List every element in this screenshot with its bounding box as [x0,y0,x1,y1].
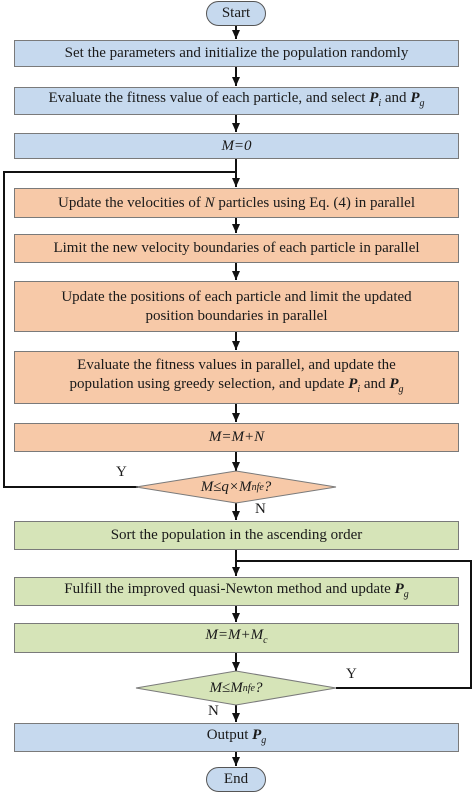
var-pg-4-sub: g [261,734,267,746]
step-quasi-newton: Fulfill the improved quasi-Newton method… [14,577,459,606]
m-plus-mc-main: M=M+M [205,627,264,643]
update-vel-pre: Update the velocities of [58,194,201,211]
output-text: Output Pg [207,726,267,750]
step-m-plus-mc: M=M+Mc [14,623,459,653]
evaluate-parallel-line1: Evaluate the fitness values in parallel,… [77,357,396,373]
update-velocities-text: Update the velocities of N particles usi… [58,194,415,213]
decision-1-no: N [255,501,266,517]
sort-text: Sort the population in the ascending ord… [110,527,363,543]
and-word: and [384,90,407,106]
loop-back-pso [3,171,236,488]
var-pi: P [369,90,379,106]
update-positions-line1: Update the positions of each particle an… [61,288,412,305]
var-pg-4: P [252,726,262,743]
var-pg-3-sub: g [403,588,409,600]
update-vel-post: particles using Eq. (4) in parallel [218,194,415,211]
var-pg-3: P [394,580,404,597]
step-m-zero: M=0 [14,133,459,159]
decision-2-no: N [208,703,219,719]
step-m-plus-n: M=M+N [14,423,459,452]
decision-2-sub: nfe [242,682,255,694]
evaluate-parallel-line2-pre: population using greedy selection, and u… [69,376,345,392]
step-update-velocities: Update the velocities of N particles usi… [14,188,459,218]
step-initialize: Set the parameters and initialize the po… [14,40,459,67]
decision-2-main: M≤M [209,679,243,696]
step-evaluate-text: Evaluate the fitness value of each parti… [49,89,425,113]
step-evaluate-parallel: Evaluate the fitness values in parallel,… [14,351,459,404]
decision-1-yes: Y [116,464,127,480]
var-pi-sub: i [378,98,382,109]
end-label: End [223,771,249,787]
start-terminal: Start [206,1,266,26]
evaluate-pre-text: Evaluate the fitness value of each parti… [48,90,366,106]
end-terminal: End [206,767,266,792]
var-pi-2-sub: i [357,384,361,395]
var-n: N [204,194,215,211]
decision-diamond-2 [135,670,337,706]
and-word-2: and [363,376,386,392]
step-evaluate-fitness: Evaluate the fitness value of each parti… [14,87,459,115]
m-plus-mc-text: M=M+Mc [205,626,267,650]
decision-diamond-1 [135,470,337,504]
output-pre: Output [206,726,249,743]
var-pi-2: P [348,376,358,392]
decision-1-q: ? [263,478,272,495]
quasi-newton-pre: Fulfill the improved quasi-Newton method… [64,580,391,597]
var-pg-2: P [389,376,399,392]
m-plus-mc-sub: c [263,635,268,646]
update-positions-line2: position boundaries in parallel [145,307,328,324]
step-output: Output Pg [14,723,459,752]
step-update-positions: Update the positions of each particle an… [14,281,459,332]
evaluate-parallel-line2: population using greedy selection, and u… [70,375,404,399]
decision-1-main: M≤q×M [200,478,252,495]
limit-velocity-text: Limit the new velocity boundaries of eac… [53,240,420,256]
var-pg: P [410,90,420,106]
loop-back-quasinewton [236,560,472,689]
step-limit-velocity: Limit the new velocity boundaries of eac… [14,234,459,263]
m-plus-n-text: M=M+N [208,429,265,445]
var-pg-sub: g [419,98,425,109]
step-initialize-text: Set the parameters and initialize the po… [64,45,409,61]
step-sort: Sort the population in the ascending ord… [14,521,459,550]
decision-1-sub: nfe [251,481,264,493]
decision-2-q: ? [254,679,263,696]
quasi-newton-text: Fulfill the improved quasi-Newton method… [64,580,409,604]
var-pg-2-sub: g [398,384,404,395]
m-zero-text: M=0 [221,137,252,154]
start-label: Start [221,5,251,21]
decision-2-yes: Y [346,666,357,682]
